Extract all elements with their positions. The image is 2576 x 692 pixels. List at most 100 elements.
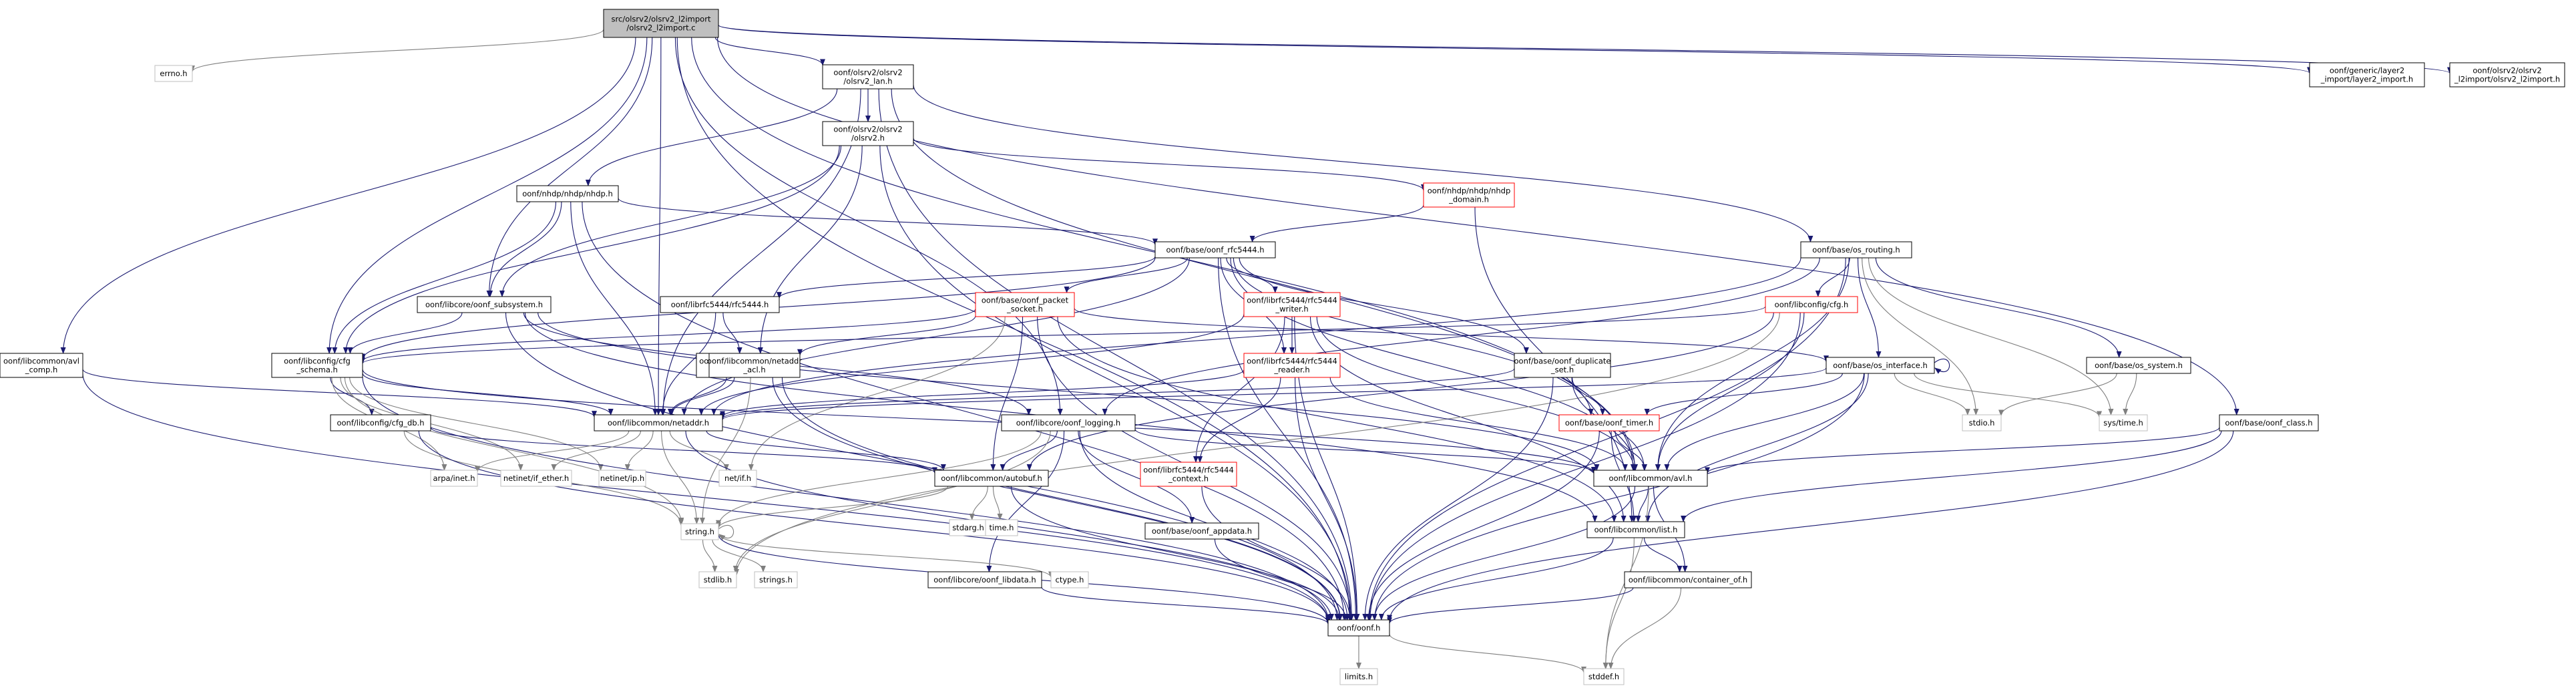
node-n6[interactable]: oonf/nhdp/nhdp/nhdp.h [516, 185, 619, 202]
node-n24[interactable]: oonf/libcommon/netaddr.h [594, 414, 723, 431]
include-edge-n21-n29 [1914, 373, 2102, 418]
node-label: limits.h [1345, 672, 1373, 681]
include-edge-n8-n27 [1233, 257, 1594, 415]
node-n28[interactable]: stdio.h [1962, 414, 2002, 431]
include-edge-n6-n47 [582, 201, 1347, 621]
node-n20[interactable]: oonf/base/oonf_duplicate_set.h [1514, 353, 1611, 378]
node-n41[interactable]: oonf/libcommon/list.h [1586, 521, 1685, 538]
node-n9[interactable]: oonf/base/os_routing.h [1800, 241, 1912, 258]
node-n5[interactable]: oonf/olsrv2/olsrv2/olsrv2.h [822, 121, 914, 146]
node-label: oonf/libcommon/list.h [1594, 525, 1678, 534]
node-n47[interactable]: oonf/oonf.h [1327, 619, 1390, 637]
node-n36[interactable]: oonf/libcommon/avl.h [1593, 470, 1708, 487]
edge-layer [60, 24, 2452, 674]
include-edge-n13-n36 [1316, 316, 1637, 471]
include-edge-n11-n17 [722, 312, 742, 354]
include-edge-n5-n10 [499, 145, 842, 297]
node-box [598, 470, 646, 487]
node-label: _writer.h [1275, 305, 1308, 314]
node-n16[interactable]: oonf/libconfig/cfg_schema.h [271, 353, 363, 378]
include-edge-n30-n36 [1705, 427, 2220, 474]
node-n15[interactable]: oonf/libcommon/avl_comp.h [0, 353, 83, 378]
node-n18[interactable]: oonf/libcommon/netaddr_acl.h [707, 353, 802, 378]
include-edge-n36-n41 [1635, 486, 1649, 522]
node-n4[interactable]: oonf/olsrv2/olsrv2_l2import/olsrv2_l2imp… [2449, 62, 2565, 88]
node-n13[interactable]: oonf/librfc5444/rfc5444_writer.h [1243, 292, 1341, 317]
node-n32[interactable]: netinet/if_ether.h [500, 470, 572, 487]
include-edge-n0-n10 [486, 37, 653, 297]
node-n10[interactable]: oonf/libcore/oonf_subsystem.h [417, 296, 552, 313]
node-label: oonf/base/oonf_appdata.h [1152, 526, 1252, 536]
node-n3[interactable]: oonf/generic/layer2_import/layer2_import… [2309, 62, 2425, 88]
node-n25[interactable]: oonf/libcore/oonf_logging.h [1001, 414, 1136, 431]
node-n35[interactable]: oonf/libcommon/autobuf.h [934, 470, 1049, 487]
node-box [1962, 414, 2002, 431]
node-n48[interactable]: limits.h [1339, 668, 1378, 685]
node-n44[interactable]: ctype.h [1050, 571, 1089, 588]
node-n0[interactable]: src/olsrv2/olsrv2_l2import/olsrv2_l2impo… [603, 9, 719, 38]
node-n21[interactable]: oonf/base/os_interface.h [1826, 357, 1935, 374]
include-edge-n10-n47 [505, 312, 1340, 621]
node-box [2449, 62, 2565, 88]
include-edge-n8-n20 [1239, 257, 1529, 354]
include-edge-n14-n36 [1655, 312, 1805, 471]
node-n19[interactable]: oonf/librfc5444/rfc5444_reader.h [1243, 353, 1341, 378]
node-layer: src/olsrv2/olsrv2_l2import/olsrv2_l2impo… [0, 9, 2565, 685]
node-n45[interactable]: oonf/libcore/oonf_libdata.h [927, 571, 1042, 588]
node-n34[interactable]: net/if.h [718, 470, 757, 487]
include-edge-n47-n49 [1389, 633, 1586, 674]
include-edge-n37-n43 [712, 539, 766, 572]
node-box [1826, 357, 1935, 374]
include-edge-n26-n47 [1201, 486, 1353, 621]
include-edge-n9-n28 [1862, 257, 1979, 415]
include-edge-n21-n41 [1645, 373, 1869, 522]
include-edge-n12-n34 [748, 316, 1006, 471]
node-n31[interactable]: arpa/inet.h [430, 470, 478, 487]
node-n29[interactable]: sys/time.h [2099, 414, 2148, 431]
include-edge-n21-n24 [720, 367, 1827, 421]
include-edge-n16-n47 [362, 377, 1331, 621]
node-n1[interactable]: errno.h [154, 65, 193, 82]
node-n46[interactable]: oonf/libcommon/container_of.h [1624, 571, 1752, 588]
node-n38[interactable]: stdarg.h [949, 519, 988, 536]
node-n30[interactable]: oonf/base/oonf_class.h [2219, 414, 2319, 431]
include-edge-n0-n30 [717, 37, 2239, 415]
node-n7[interactable]: oonf/nhdp/nhdp/nhdp_domain.h [1423, 182, 1515, 208]
node-label: netinet/if_ether.h [503, 474, 569, 483]
node-label: oonf/librfc5444/rfc5444 [1247, 357, 1337, 366]
node-n8[interactable]: oonf/base/oonf_rfc5444.h [1154, 241, 1276, 258]
node-n40[interactable]: oonf/base/oonf_appdata.h [1144, 522, 1259, 540]
include-edge-n25-n37 [716, 430, 1042, 527]
node-n23[interactable]: oonf/libconfig/cfg_db.h [330, 414, 431, 431]
node-label: _set.h [1550, 365, 1574, 375]
node-n39[interactable]: time.h [985, 519, 1018, 536]
include-edge-n27-n47 [1365, 430, 1600, 621]
include-edge-n12-n21 [1074, 307, 1829, 363]
node-n22[interactable]: oonf/base/os_system.h [2086, 357, 2191, 374]
node-n26[interactable]: oonf/librfc5444/rfc5444_context.h [1140, 462, 1237, 487]
include-edge-n37-n37 [718, 524, 734, 540]
node-n12[interactable]: oonf/base/oonf_packet_socket.h [975, 292, 1075, 317]
node-n2[interactable]: oonf/olsrv2/olsrv2/olsrv2_lan.h [822, 64, 914, 90]
node-box [603, 9, 719, 38]
include-edge-n24-n34 [669, 430, 729, 471]
node-label: strings.h [759, 575, 793, 584]
node-n37[interactable]: string.h [680, 523, 719, 540]
node-box [417, 296, 552, 313]
node-n49[interactable]: stddef.h [1583, 668, 1625, 685]
node-label: net/if.h [724, 474, 751, 483]
include-edge-n19-n26 [1197, 377, 1281, 463]
node-label: _import/layer2_import.h [2320, 75, 2413, 84]
node-n42[interactable]: stdlib.h [698, 571, 737, 588]
include-edge-n17-n47 [772, 377, 1343, 621]
include-edge-n8-n13 [1226, 257, 1278, 293]
include-edge-n14-n42 [734, 312, 1780, 576]
node-n14[interactable]: oonf/libconfig/cfg.h [1765, 296, 1858, 313]
node-n43[interactable]: strings.h [754, 571, 798, 588]
node-n11[interactable]: oonf/librfc5444/rfc5444.h [660, 296, 780, 313]
node-label: oonf/librfc5444/rfc5444 [1143, 466, 1234, 475]
node-n27[interactable]: oonf/base/oonf_timer.h [1558, 414, 1660, 431]
node-label: oonf/base/os_interface.h [1833, 361, 1928, 370]
node-label: oonf/libcommon/netaddr [707, 357, 802, 366]
node-n33[interactable]: netinet/ip.h [598, 470, 646, 487]
